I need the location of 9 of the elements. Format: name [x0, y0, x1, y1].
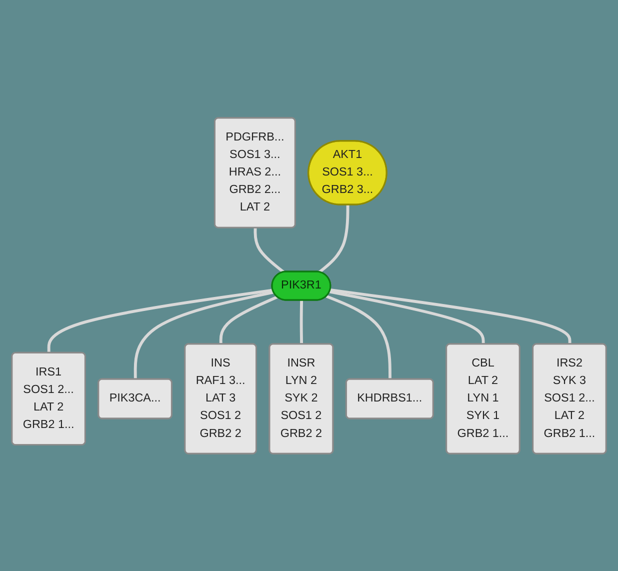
- connector: [300, 300, 304, 344]
- connector: [254, 228, 285, 274]
- connector: [219, 295, 278, 344]
- connector: [47, 288, 274, 353]
- connector: [318, 204, 350, 274]
- connector: [330, 288, 572, 344]
- connector: [326, 294, 392, 380]
- connector: [134, 290, 274, 380]
- connector: [329, 290, 485, 344]
